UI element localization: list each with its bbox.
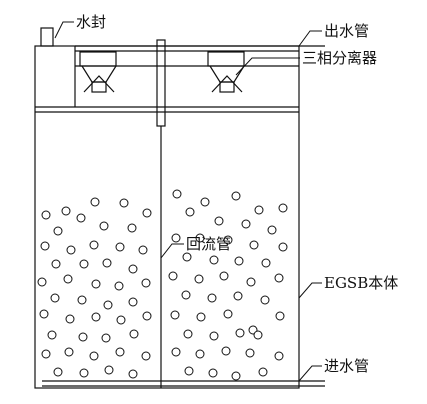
label-water-seal: 水封 [76, 13, 106, 31]
water-seal-leader [54, 21, 74, 39]
separator-leader [235, 57, 300, 76]
three-phase-separator-1 [79, 51, 117, 93]
return-pipe-leader [160, 243, 184, 259]
water-seal-pipe [40, 27, 54, 47]
outlet-pipe-leader [298, 30, 322, 47]
label-inlet-pipe: 进水管 [324, 357, 369, 375]
egsb-body-leader [298, 282, 322, 299]
label-outlet-pipe: 出水管 [324, 22, 369, 40]
sludge-granules [37, 189, 288, 381]
label-three-phase-separator: 三相分离器 [302, 49, 377, 67]
return-pipe-head [156, 39, 166, 127]
label-egsb-body: EGSB本体 [324, 274, 398, 292]
inlet-pipe-leader [298, 365, 322, 382]
three-phase-separator-2 [207, 51, 245, 93]
label-return-pipe: 回流管 [186, 235, 231, 253]
